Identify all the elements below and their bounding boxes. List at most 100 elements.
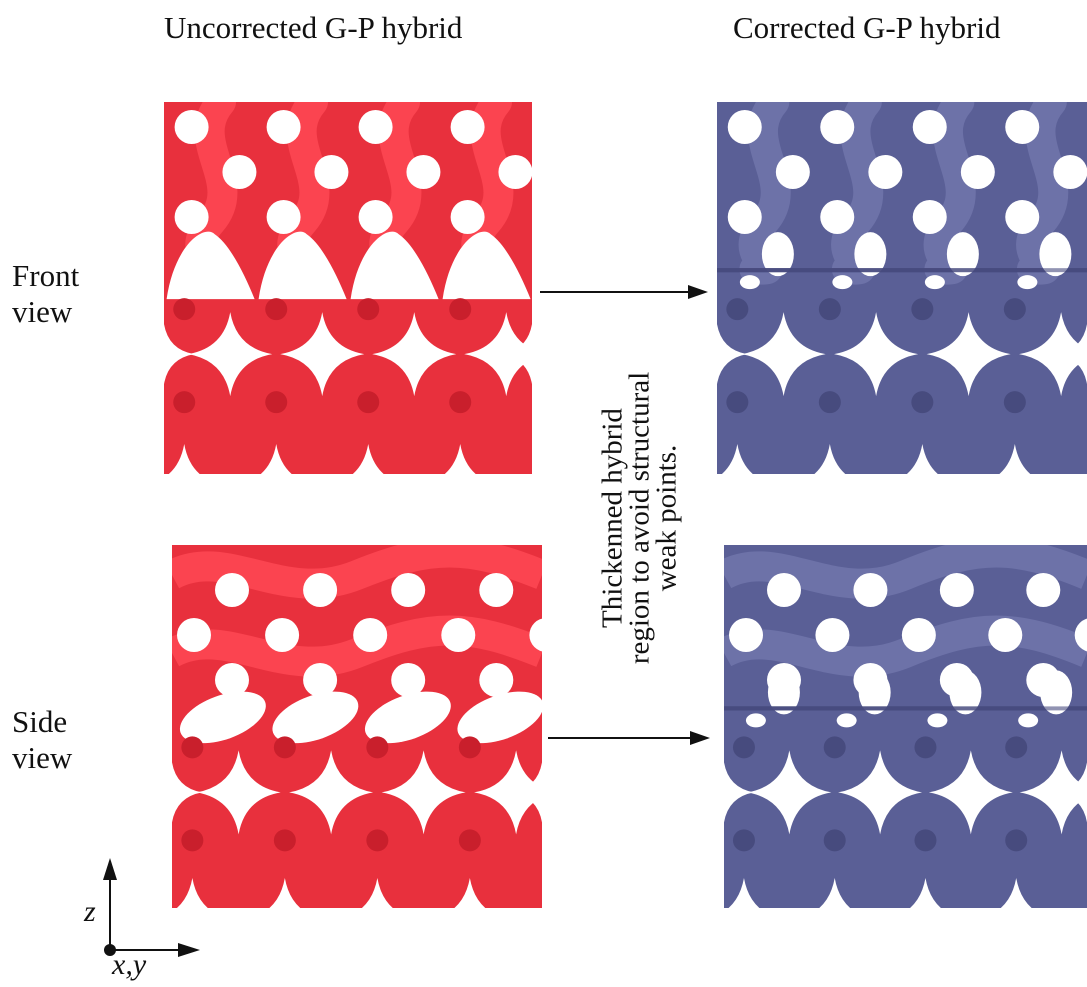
weak-opening bbox=[350, 231, 439, 300]
lattice-node bbox=[173, 298, 196, 321]
reduced-opening bbox=[949, 670, 982, 715]
reduced-opening bbox=[1017, 275, 1038, 290]
diamond-hole bbox=[928, 750, 1013, 835]
diamond-hole bbox=[819, 878, 851, 908]
lattice-hole bbox=[177, 618, 211, 652]
side-correction-arrow bbox=[548, 731, 710, 745]
gyroid-strip bbox=[172, 545, 542, 599]
edge-notch bbox=[717, 324, 747, 385]
diamond-hole bbox=[906, 444, 938, 474]
weak-opening bbox=[166, 231, 255, 300]
lattice-node bbox=[273, 736, 296, 759]
lattice-node bbox=[458, 829, 481, 852]
lattice-node bbox=[357, 391, 380, 414]
lattice-hole bbox=[266, 110, 301, 144]
lattice-hole bbox=[265, 618, 300, 652]
diamond-hole bbox=[834, 312, 919, 397]
lattice-node bbox=[1003, 298, 1026, 321]
lattice-hole bbox=[529, 618, 542, 652]
reduced-opening bbox=[854, 232, 887, 277]
edge-notch bbox=[512, 762, 542, 823]
lattice-hole bbox=[727, 200, 762, 234]
edge-notch bbox=[1057, 324, 1087, 385]
lattice-hole bbox=[450, 200, 485, 234]
diamond-hole bbox=[168, 444, 200, 474]
lattice-hole bbox=[450, 110, 485, 144]
lattice-node bbox=[914, 736, 937, 759]
diamond-hole bbox=[474, 750, 542, 835]
lattice-node bbox=[732, 736, 755, 759]
gyroid-strip bbox=[724, 545, 1087, 599]
diamond-hole bbox=[728, 878, 760, 908]
lattice-hole bbox=[1026, 573, 1061, 607]
lattice-node bbox=[1003, 391, 1026, 414]
lattice-node bbox=[265, 298, 288, 321]
lattice-hole bbox=[960, 155, 995, 189]
edge-notch bbox=[724, 762, 754, 823]
reduced-opening bbox=[924, 275, 945, 290]
reduced-opening bbox=[832, 275, 853, 290]
diamond-hole bbox=[999, 444, 1031, 474]
weak-opening bbox=[442, 231, 531, 300]
corrected-side-view-image bbox=[724, 545, 1087, 908]
reduced-opening bbox=[836, 713, 857, 728]
lattice-node bbox=[726, 391, 749, 414]
lattice-node bbox=[732, 829, 755, 852]
diamond-hole bbox=[444, 444, 476, 474]
annotation-line-3: weak points. bbox=[650, 444, 683, 592]
front-correction-arrow bbox=[540, 285, 708, 299]
lattice-hole bbox=[303, 573, 338, 607]
lattice-hole bbox=[1005, 200, 1040, 234]
edge-notch bbox=[1057, 762, 1087, 823]
weak-opening bbox=[364, 691, 451, 744]
edge-notch bbox=[502, 324, 532, 385]
reduced-opening bbox=[946, 232, 979, 277]
lattice-node bbox=[449, 391, 472, 414]
lattice-hole bbox=[358, 200, 393, 234]
lattice-hole bbox=[901, 618, 936, 652]
diamond-hole bbox=[721, 444, 753, 474]
diamond-hole bbox=[926, 312, 1011, 397]
xy-axis-label: x,y bbox=[112, 948, 147, 981]
lattice-hole bbox=[820, 200, 855, 234]
edge-notch bbox=[164, 324, 194, 385]
lattice-hole bbox=[406, 155, 441, 189]
lattice-node bbox=[449, 298, 472, 321]
diamond-hole bbox=[747, 750, 832, 835]
diamond-hole bbox=[176, 878, 208, 908]
lattice-node bbox=[181, 736, 204, 759]
lattice-hole bbox=[868, 155, 903, 189]
lattice-hole bbox=[174, 110, 209, 144]
lattice-node bbox=[911, 298, 934, 321]
lattice-node bbox=[726, 298, 749, 321]
lattice-node bbox=[823, 736, 846, 759]
lattice-hole bbox=[853, 573, 888, 607]
lattice-node bbox=[181, 829, 204, 852]
diamond-hole bbox=[1019, 750, 1087, 835]
diamond-hole bbox=[381, 750, 466, 835]
side-view-label: Side view bbox=[12, 704, 73, 775]
lattice-hole bbox=[353, 618, 388, 652]
lattice-hole bbox=[266, 200, 301, 234]
correction-annotation: Thickenned hybrid region to avoid struct… bbox=[560, 318, 720, 718]
lattice-hole bbox=[498, 155, 532, 189]
lattice-node bbox=[1005, 829, 1028, 852]
diamond-hole bbox=[289, 750, 374, 835]
diamond-hole bbox=[352, 444, 384, 474]
lattice-hole bbox=[479, 573, 514, 607]
diamond-hole bbox=[909, 878, 941, 908]
weak-opening bbox=[258, 231, 347, 300]
lattice-hole bbox=[479, 663, 514, 697]
diamond-hole bbox=[464, 312, 532, 397]
lattice-hole bbox=[1074, 618, 1087, 652]
lattice-hole bbox=[939, 573, 974, 607]
lattice-hole bbox=[314, 155, 349, 189]
lattice-node bbox=[366, 829, 389, 852]
lattice-hole bbox=[215, 573, 249, 607]
z-axis-label: z bbox=[84, 895, 96, 928]
lattice-hole bbox=[820, 110, 855, 144]
diamond-hole bbox=[269, 878, 301, 908]
lattice-hole bbox=[174, 200, 209, 234]
edge-notch bbox=[172, 762, 202, 823]
reduced-opening bbox=[927, 713, 948, 728]
